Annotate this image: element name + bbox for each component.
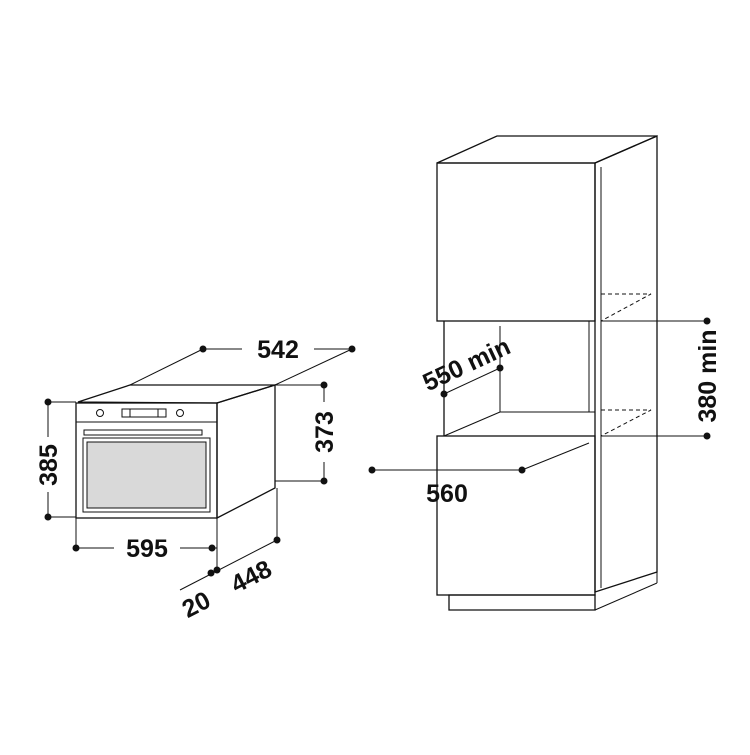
dim-448-label: 448	[226, 555, 276, 599]
oven-left-knob	[97, 410, 104, 417]
dim-380-min: 380 min	[601, 318, 722, 440]
dim-20-label: 20	[178, 586, 215, 624]
cabinet-top	[437, 136, 657, 163]
dim-542: 542	[130, 336, 356, 385]
dim-560-label: 560	[426, 480, 468, 508]
dim-595-label: 595	[126, 535, 168, 563]
dim-385: 385	[35, 399, 76, 521]
oven-right-knob	[177, 410, 184, 417]
oven-side-face	[217, 385, 275, 518]
dim-595: 595	[73, 518, 218, 563]
oven-display	[122, 409, 166, 417]
cabinet-plinth	[449, 595, 595, 610]
dim-542-label: 542	[257, 336, 299, 364]
cabinet-side	[595, 136, 657, 592]
dim-560: 560	[369, 443, 590, 508]
oven-handle	[84, 430, 202, 435]
cabinet-lower-door	[437, 436, 595, 595]
dim-373-label: 373	[311, 411, 339, 453]
cabinet-upper-door	[437, 163, 595, 321]
dim-385-label: 385	[35, 444, 63, 486]
oven-drawing	[76, 385, 275, 518]
oven-window	[87, 442, 206, 508]
dim-380-min-label: 380 min	[694, 329, 722, 422]
dim-373: 373	[275, 382, 339, 485]
